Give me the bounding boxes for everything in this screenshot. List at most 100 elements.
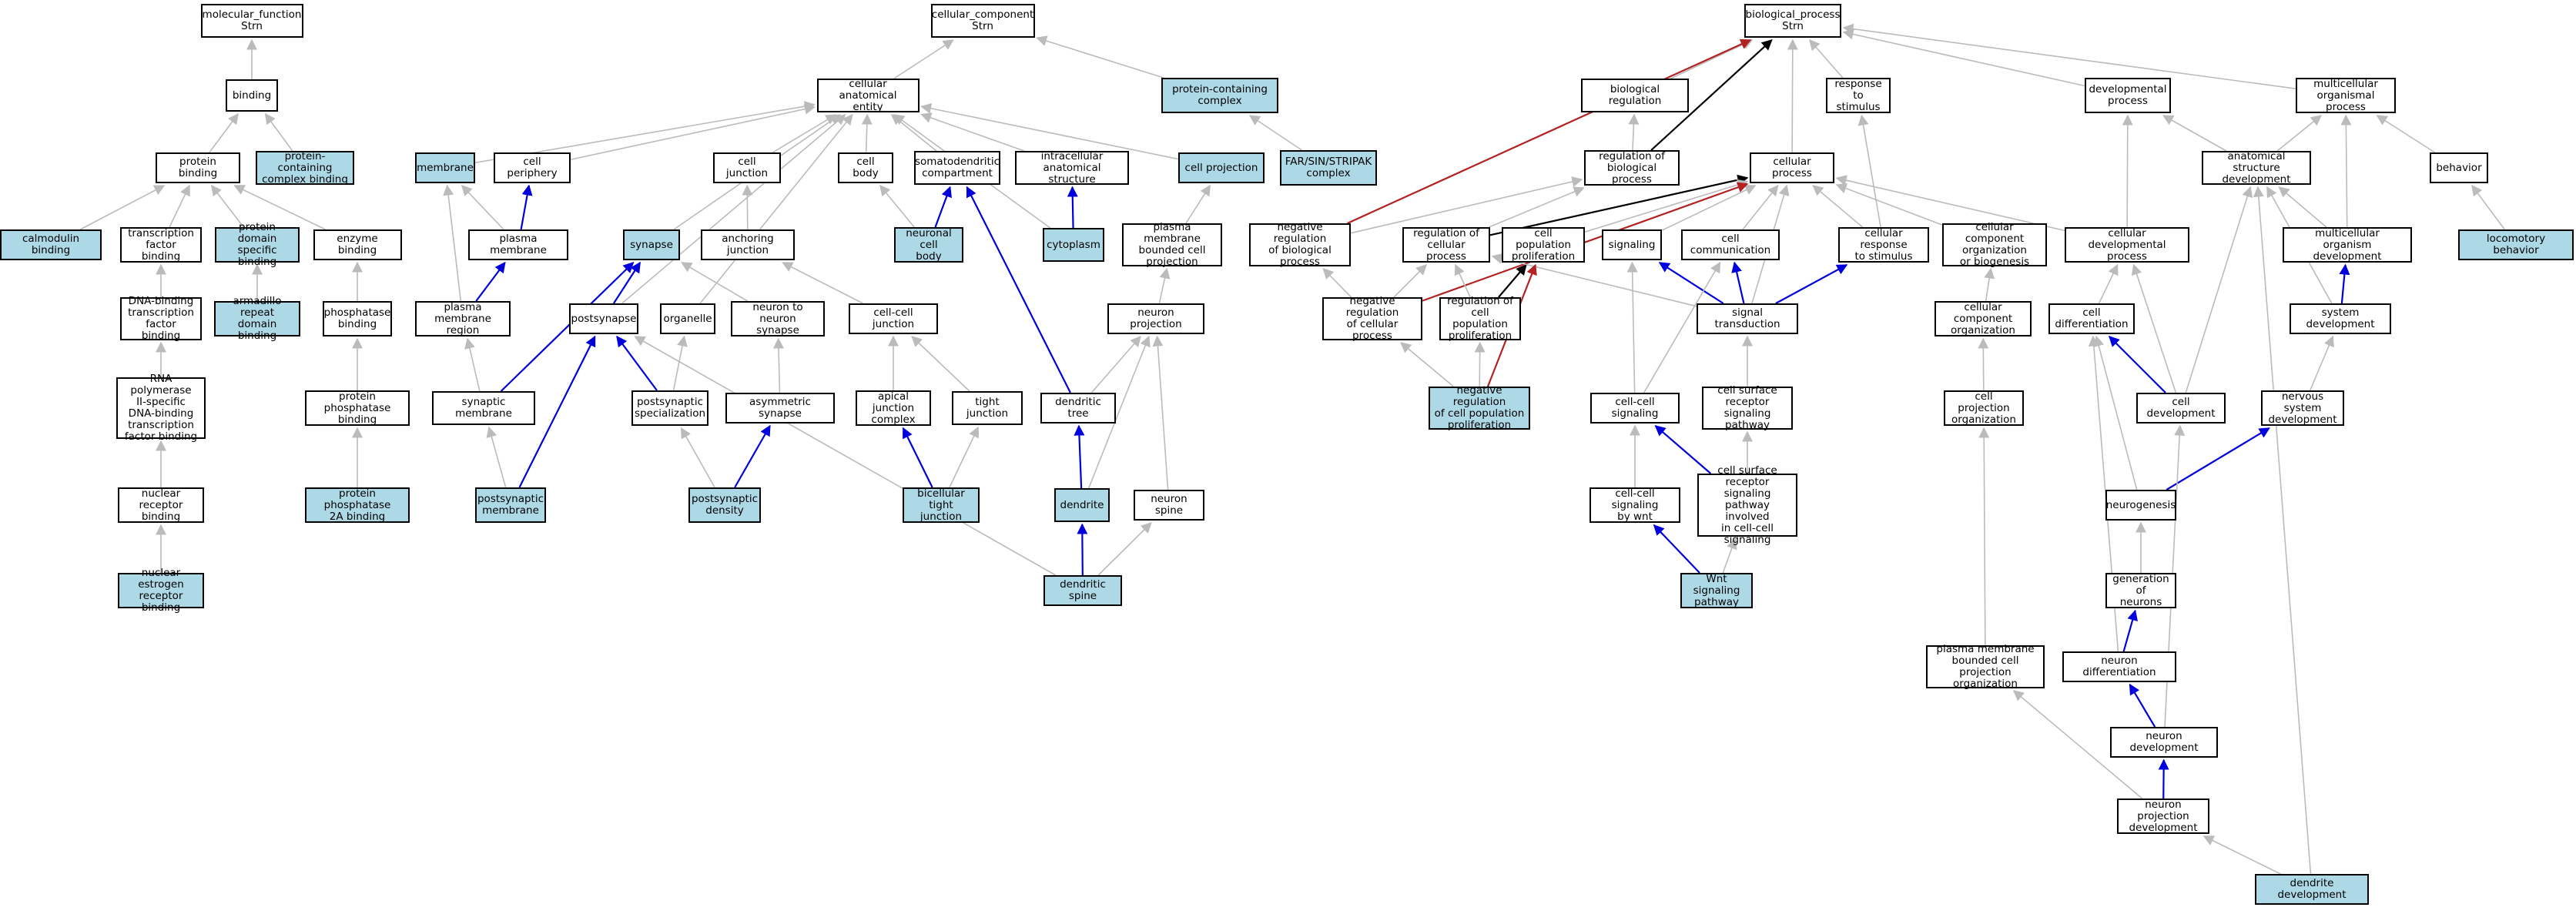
edge-is-a [1393,264,1427,298]
go-term-asd: anatomical structure development [2202,150,2311,185]
go-term-synapse: synapse [623,229,680,260]
edge-part-of [902,427,933,488]
go-term-cell-dev: cell development [2136,393,2226,424]
edge-is-a [233,185,326,230]
edge-is-a [1978,427,1990,646]
edge-is-a [464,337,481,392]
edge-is-a [1812,185,1864,228]
edge-part-of [1067,186,1078,229]
edge-is-a [2340,114,2352,228]
edge-is-a [461,184,504,230]
edge-is-a [1350,176,1583,234]
edge-is-a [2098,263,2119,304]
go-term-synaptic-membrane: synaptic membrane [432,391,535,425]
edge-is-a [672,335,688,391]
edge-is-a [1090,335,1141,393]
go-term-neuron-spine: neuron spine [1134,490,1204,521]
edge-part-of [500,262,635,392]
edge-is-a [1158,267,1171,304]
edge-is-a [1400,342,1454,387]
edge-is-a [634,336,1057,576]
go-term-cpo: cell projection organization [1944,390,2024,426]
edge-part-of [1731,261,1745,304]
go-term-dna-tf: DNA-binding transcription factor binding [120,296,202,342]
edge-is-a [1722,537,1737,574]
edge-is-a [1322,267,1352,298]
go-term-tf-binding: transcription factor binding [120,227,202,263]
edge-is-a [879,184,915,228]
go-term-wnt: Wnt signaling pathway [1680,573,1753,608]
go-term-dendrite: dendrite [1054,488,1110,522]
edge-is-a [2202,835,2281,875]
edge-is-a [1036,35,1164,79]
edge-is-a [570,103,816,161]
edge-is-a [893,39,954,79]
edge-part-of [734,424,771,488]
edge-part-of [518,335,596,488]
edge-is-a [949,426,979,488]
edge-is-a [1835,182,1943,226]
go-term-pcc-binding: protein-containing complex binding [256,150,354,185]
edge-is-a [1454,263,1471,298]
go-term-binding: binding [226,79,278,112]
edge-part-of [2166,427,2270,490]
edge-part-of [520,184,533,230]
go-term-cell-comm: cell communication [1681,229,1780,260]
edge-is-a [1584,179,1749,233]
go-term-calmodulin: calmodulin binding [0,229,102,260]
edge-part-of [2122,609,2138,652]
edge-is-a [2122,114,2133,228]
go-term-system-dev: system development [2290,303,2391,334]
go-term-ps-spec: postsynaptic specialization [631,390,708,426]
go-term-behavior: behavior [2430,152,2488,183]
edge-part-of [2158,758,2169,799]
edge-is-a [772,114,837,153]
edge-part-of [1654,425,1712,474]
edge-is-a [1670,39,1754,79]
edge-is-a [621,114,846,304]
edge-is-a [209,112,239,153]
edge-is-a [1097,522,1152,576]
edge-is-a [2309,335,2334,391]
go-term-cell-junction: cell junction [713,152,781,183]
edge-is-a [2376,115,2436,153]
go-term-postsynapse: postsynapse [569,303,638,334]
go-term-plasma-membrane: plasma membrane [468,229,568,260]
edge-is-a [1742,184,1779,230]
edge-is-a [1489,186,1585,228]
go-term-npd: neuron projection development [2117,798,2209,834]
go-term-anchoring: anchoring junction [701,229,795,260]
edge-part-of [1658,262,1724,304]
go-term-nuclear-rec: nuclear receptor binding [118,487,204,523]
edge-is-a [1857,114,1881,228]
go-term-dendrite-dev: dendrite development [2255,874,2369,905]
edge-part-of [1077,523,1088,576]
go-term-rnapol: RNA polymerase II-specific DNA-binding t… [116,373,206,443]
go-term-asym-synapse: asymmetric synapse [725,393,835,424]
go-term-protein-binding: protein binding [156,152,240,183]
go-term-cc: cellular_component Strn [930,4,1035,38]
edge-is-a [2012,690,2143,799]
edge-is-a [699,113,853,304]
go-term-cdp: cellular developmental process [2065,227,2189,263]
edge-is-a [2131,263,2177,393]
edge-part-of [934,186,952,228]
go-term-mod: multicellular organism development [2283,227,2412,263]
edge-is-a [1978,337,1989,391]
edge-regulates [1650,39,1773,151]
go-term-cell-body: cell body [838,152,893,183]
go-term-organelle: organelle [660,303,715,334]
go-term-intracellular: intracellular anatomical structure [1015,150,1129,185]
edge-is-a [79,185,166,230]
go-term-ccob: cellular component organization or bioge… [1942,222,2047,268]
go-term-bp: biological_process Strn [1744,4,1841,38]
edge-is-a [2185,186,2253,393]
go-term-bicellular: bicellular tight junction [903,487,980,523]
edge-is-a [920,112,1025,152]
go-term-cytoplasm: cytoplasm [1043,228,1104,262]
go-term-csrsp-cc: cell surface receptor signaling pathway … [1697,464,1797,545]
edge-is-a [1835,175,2065,232]
edge-part-of [966,186,1071,393]
edge-is-a [890,114,937,152]
